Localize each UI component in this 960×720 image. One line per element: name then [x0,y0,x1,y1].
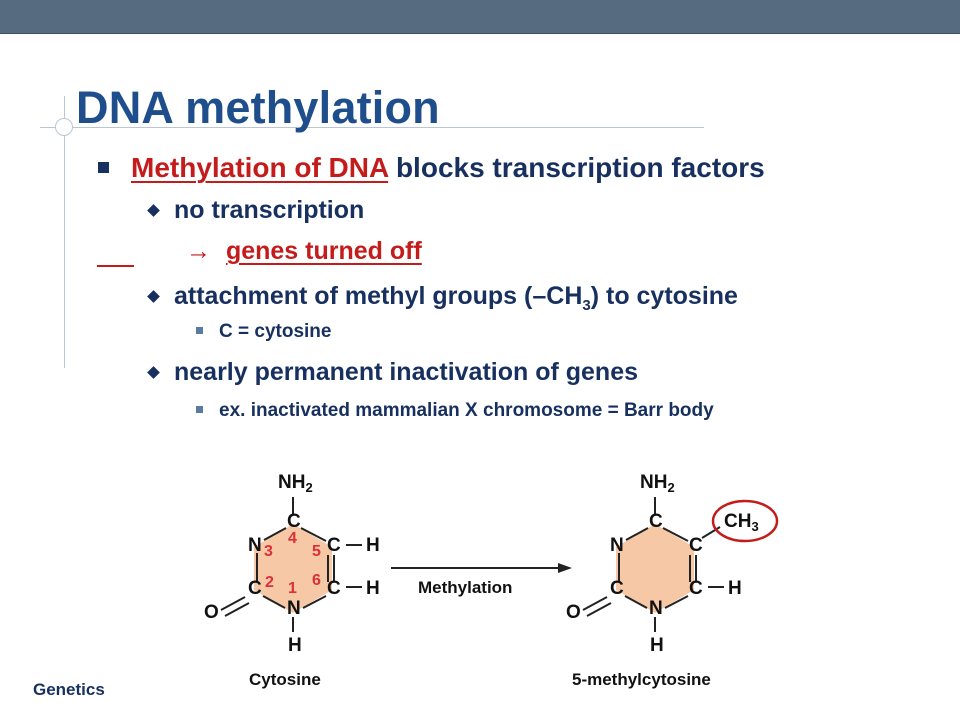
right-atom-h1: H [650,635,664,656]
sub-bullet-no-transcription: no transcription [147,196,365,225]
red-dash [97,265,134,267]
left-nh2-label: NH2 [278,472,313,495]
footer-label: Genetics [33,680,105,699]
right-atom-c2: C [610,578,624,599]
detail-barr-body: ex. inactivated mammalian X chromosome =… [196,400,714,422]
slide-title: DNA methylation [76,82,440,133]
small-square-bullet-icon [196,406,203,413]
cytosine-ring-fill [254,524,332,613]
methylcytosine-ring-fill [616,524,694,613]
right-atom-c4: C [649,511,663,532]
ring-number-6: 6 [312,572,321,589]
detail-text: C = cytosine [219,321,332,342]
cytosine-structure: NH2 C N C C C N H H H O 4 3 5 2 6 1 Cyto… [204,472,380,689]
decor-circle [55,118,73,136]
right-atom-h6: H [728,578,742,599]
small-square-bullet-icon [196,327,203,334]
left-atom-h5: H [366,535,380,556]
left-atom-h1: H [288,635,302,656]
ch3-subscript: 3 [582,297,591,314]
cytosine-caption: Cytosine [249,670,321,689]
left-atom-n3: N [248,535,262,556]
attachment-text: attachment of methyl groups (–CH [174,282,583,310]
sub-bullet-text: nearly permanent inactivation of genes [174,358,639,386]
left-atom-c2: C [248,578,262,599]
right-ch3-label: CH3 [724,511,759,534]
ring-number-5: 5 [312,543,321,560]
arrow-head-icon [558,563,572,573]
right-atom-n3: N [610,535,624,556]
bullet-main-highlight: Methylation of DNA [131,152,389,183]
right-atom-o: O [566,602,581,623]
sub-bullet-inactivation: nearly permanent inactivation of genes [147,358,639,387]
left-atom-h6: H [366,578,380,599]
sub-bullet-text: no transcription [174,196,365,224]
ring-number-3: 3 [264,543,273,560]
methylation-label: Methylation [418,578,512,597]
ring-number-1: 1 [288,580,297,597]
right-atom-c6: C [689,578,703,599]
square-bullet-icon [98,162,109,173]
methylcytosine-caption: 5-methylcytosine [572,670,711,689]
left-atom-n1: N [287,598,301,619]
right-atom-c5: C [689,535,703,556]
attachment-text-end: ) to cytosine [590,282,738,310]
bullet-main: Methylation of DNA blocks transcription … [98,152,765,184]
ring-number-4: 4 [288,530,297,547]
left-atom-c5: C [327,535,341,556]
detail-cytosine: C = cytosine [196,321,331,343]
sub-bullet-attachment: attachment of methyl groups (–CH3) to cy… [147,282,738,314]
right-nh2-label: NH2 [640,472,675,495]
ring-number-2: 2 [265,574,274,591]
left-atom-c6: C [327,578,341,599]
right-arrow-icon: → [186,237,211,265]
bullet-main-rest: blocks transcription factors [388,152,765,183]
left-atom-c4: C [287,511,301,532]
genes-off-line: → genes turned off [186,237,422,266]
top-bar [0,0,960,34]
right-atom-n1: N [649,598,663,619]
methyl-highlight-circle [711,499,779,543]
decor-vertical-line [64,96,65,368]
methylation-arrow: Methylation [391,563,572,597]
decor-horizontal-line [40,127,704,128]
left-atom-o: O [204,602,219,623]
methylcytosine-structure: NH2 CH3 C N C C C N H H O 5-methylcytosi… [566,472,779,689]
detail-text: ex. inactivated mammalian X chromosome =… [219,400,714,421]
genes-off-text: genes turned off [225,237,422,265]
